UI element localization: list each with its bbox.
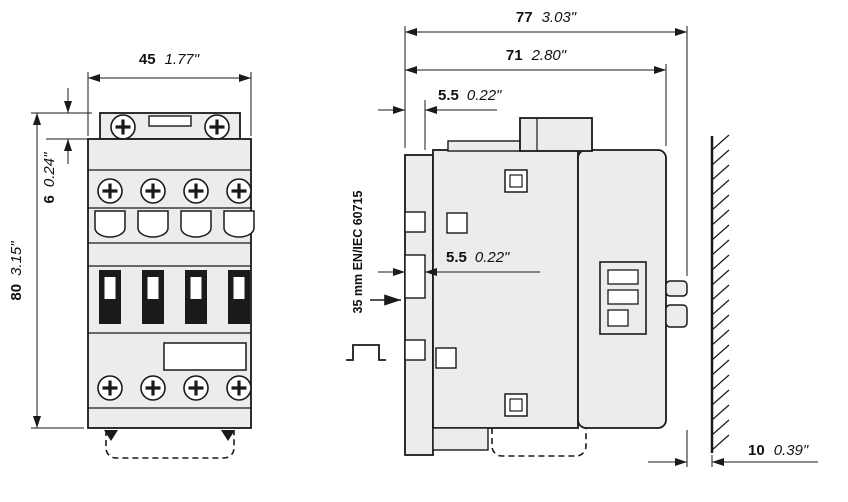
- contact-block: [227, 269, 251, 325]
- mounting-hole-marker: [221, 430, 235, 441]
- front-dashed-outline: [105, 430, 235, 459]
- screw-icon: [225, 177, 253, 205]
- side-mid-body: [432, 149, 579, 429]
- front-view-drawing: [87, 112, 255, 459]
- side-mounting-foot: [404, 154, 434, 456]
- terminal-slot: [137, 210, 169, 238]
- side-top-step: [447, 140, 523, 152]
- screw-icon: [203, 113, 231, 141]
- din-rail-profile-icon: [346, 344, 386, 361]
- side-top-block: [519, 117, 593, 152]
- front-top-slot: [148, 115, 192, 127]
- side-bottom-step: [432, 427, 489, 451]
- front-label-area: [163, 342, 247, 371]
- screw-icon: [109, 113, 137, 141]
- side-detail-square-inner: [509, 174, 523, 188]
- screw-icon: [139, 374, 167, 402]
- screw-icon: [96, 177, 124, 205]
- front-dimensions: [31, 72, 252, 429]
- side-detail-square-inner: [509, 398, 523, 412]
- screw-icon: [182, 177, 210, 205]
- mounting-peg: [665, 304, 688, 328]
- rear-clip-detail-inner: [607, 289, 639, 305]
- mounting-peg: [665, 280, 688, 297]
- mounting-wall: [710, 134, 730, 453]
- dim-front-plate-height: 60.24": [41, 152, 58, 204]
- side-dimensions: [370, 26, 818, 467]
- side-detail-square: [446, 212, 468, 234]
- screw-icon: [139, 177, 167, 205]
- terminal-slot: [223, 210, 255, 238]
- din-rail-recess: [404, 254, 426, 299]
- contact-block: [98, 269, 122, 325]
- screw-icon: [182, 374, 210, 402]
- wall-hatching: [711, 134, 730, 451]
- side-recess: [404, 211, 426, 233]
- dim-front-height: 803.15": [8, 241, 25, 301]
- terminal-slot: [94, 210, 126, 238]
- side-detail-square: [504, 393, 528, 417]
- screw-icon: [96, 374, 124, 402]
- side-view-drawing: [404, 117, 688, 457]
- rear-clip-detail-inner: [607, 269, 639, 285]
- side-detail-square: [435, 347, 457, 369]
- contact-block: [141, 269, 165, 325]
- screw-icon: [225, 374, 253, 402]
- contact-block: [184, 269, 208, 325]
- terminal-slot: [180, 210, 212, 238]
- side-detail-square: [504, 169, 528, 193]
- din-rail-standard-label: 35 mm EN/IEC 60715: [351, 190, 365, 313]
- mounting-hole-marker: [104, 430, 118, 441]
- rear-clip-detail-inner: [607, 309, 629, 327]
- side-recess: [404, 339, 426, 361]
- side-dashed-outline: [491, 428, 587, 457]
